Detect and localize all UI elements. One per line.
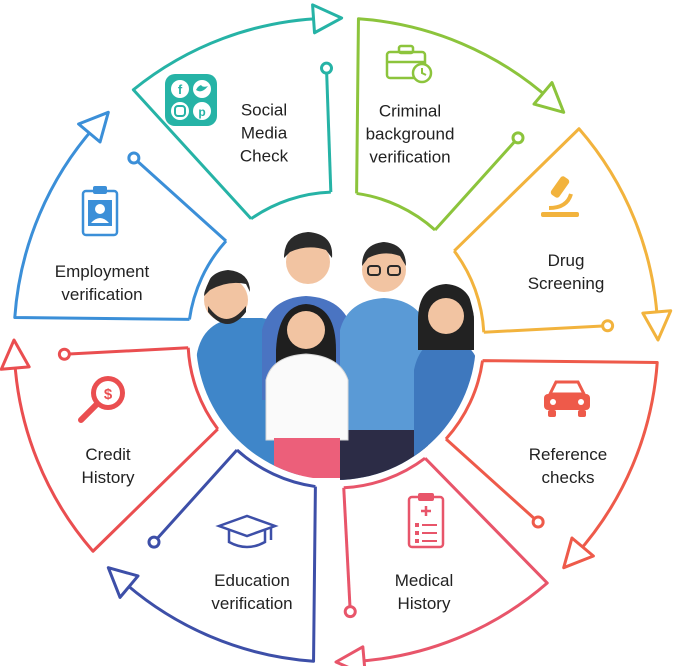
label-education: Education verification [211, 569, 292, 615]
segment-dot-credit [57, 347, 71, 361]
segment-arrowhead-criminal [532, 81, 566, 114]
segment-dot-education [147, 535, 161, 549]
segment-connector-social-media [325, 68, 333, 193]
label-medical: Medical History [395, 569, 454, 615]
segment-dot-reference [531, 515, 545, 529]
segment-outline-medical [343, 456, 549, 664]
label-line: Reference [528, 445, 608, 464]
label-line: Employment [54, 262, 150, 281]
label-line: Drug [547, 251, 585, 270]
segment-dot-employment [127, 151, 141, 165]
person-front-woman [265, 304, 349, 478]
person-long-hair [414, 284, 476, 480]
label-line: History [81, 468, 135, 487]
briefcase-clock-icon [385, 44, 433, 84]
label-line: Screening [527, 274, 605, 293]
segment-connector-criminal [433, 136, 520, 232]
label-line: History [397, 594, 451, 613]
segment-arrowhead-social-media [311, 3, 344, 35]
segment-connector-employment [132, 156, 228, 243]
segment-outline-drug [452, 127, 660, 333]
microscope-icon [541, 176, 579, 217]
segment-outline-criminal [355, 17, 553, 232]
segment-outline-reference [444, 359, 659, 557]
segment-outline-education [119, 448, 317, 663]
label-line: checks [541, 468, 595, 487]
label-line: verification [211, 594, 293, 613]
label-employment: Employment verification [55, 260, 149, 306]
segment-arrowhead-drug [641, 309, 673, 342]
segment-connector-drug [483, 324, 608, 334]
segment-arrowhead-reference [562, 536, 595, 570]
label-social-media: Social Media Check [240, 99, 288, 168]
segment-connector-reference [444, 437, 540, 524]
label-line: Social [240, 100, 288, 120]
svg-text:$: $ [104, 386, 113, 403]
label-line: verification [61, 285, 143, 304]
social-media-icon: f p [165, 74, 217, 126]
clipboard-icon [407, 493, 445, 549]
label-credit: Credit History [82, 443, 135, 489]
segment-connector-education [152, 448, 239, 544]
segment-outline-social-media [131, 16, 331, 220]
segment-arrowhead-credit [0, 338, 31, 371]
segment-outline-credit [12, 347, 220, 553]
label-line: verification [369, 147, 451, 167]
car-icon [544, 380, 590, 417]
svg-text:f: f [178, 82, 183, 97]
segment-dot-criminal [511, 131, 525, 145]
label-line: background [365, 124, 455, 144]
label-line: Credit [85, 445, 131, 464]
label-drug: Drug Screening [528, 249, 605, 295]
label-line: Check [239, 146, 289, 166]
segment-connector-credit [64, 346, 189, 356]
label-line: Education [214, 571, 290, 590]
segment-dot-drug [601, 319, 615, 333]
label-reference: Reference checks [529, 443, 607, 489]
segment-arrowhead-employment [77, 110, 110, 144]
label-line: Media [240, 123, 288, 143]
segment-dot-medical [343, 605, 357, 619]
id-badge-icon [81, 186, 119, 237]
segment-arrowhead-education [106, 566, 140, 599]
label-criminal: Criminal background verification [366, 100, 455, 169]
label-line: Criminal [378, 101, 442, 121]
label-line: Medical [394, 571, 454, 590]
graduation-cap-icon [215, 514, 279, 549]
segment-connector-medical [342, 487, 352, 612]
people-group-illustration [196, 200, 476, 480]
segment-dot-social-media [320, 61, 334, 75]
segment-arrowhead-medical [334, 645, 367, 666]
svg-text:p: p [198, 105, 205, 119]
magnifier-dollar-icon: $ [78, 376, 125, 423]
segment-outline-employment [13, 123, 228, 321]
